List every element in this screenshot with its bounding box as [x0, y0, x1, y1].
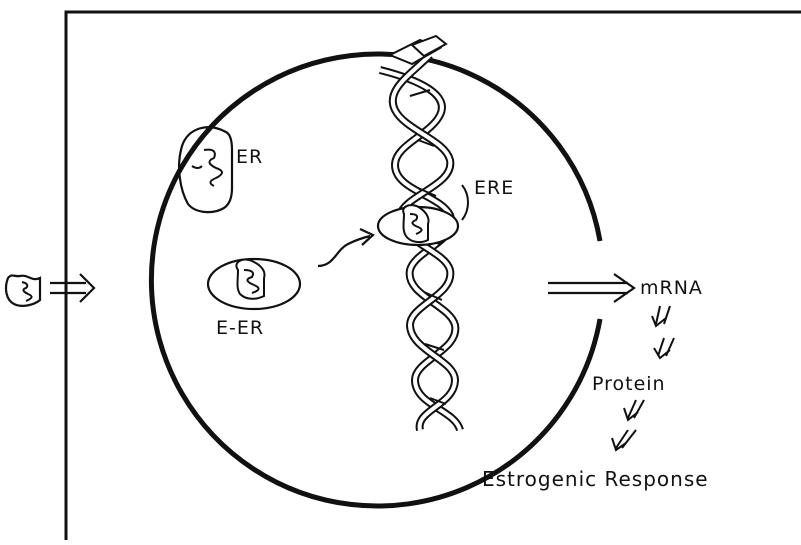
transcription-arrow [548, 274, 634, 302]
estrogen-molecule-icon [6, 275, 40, 305]
ere-pointer [462, 185, 468, 220]
binding-arrow [318, 229, 373, 266]
estrogen-receptor-shape [179, 127, 232, 212]
ere-label: ERE [474, 177, 514, 199]
response-arrows [612, 400, 644, 450]
nucleus-envelope [151, 54, 600, 506]
er-label: ER [236, 146, 263, 168]
e-er-label: E-ER [216, 317, 264, 339]
entry-double-arrow [50, 274, 94, 302]
translation-arrows [652, 306, 674, 358]
estrogen-receptor-complex-shape [208, 259, 300, 309]
estrogenic-response-label: Estrogenic Response [482, 467, 709, 491]
mrna-label: mRNA [640, 277, 703, 299]
protein-label: Protein [592, 373, 666, 395]
